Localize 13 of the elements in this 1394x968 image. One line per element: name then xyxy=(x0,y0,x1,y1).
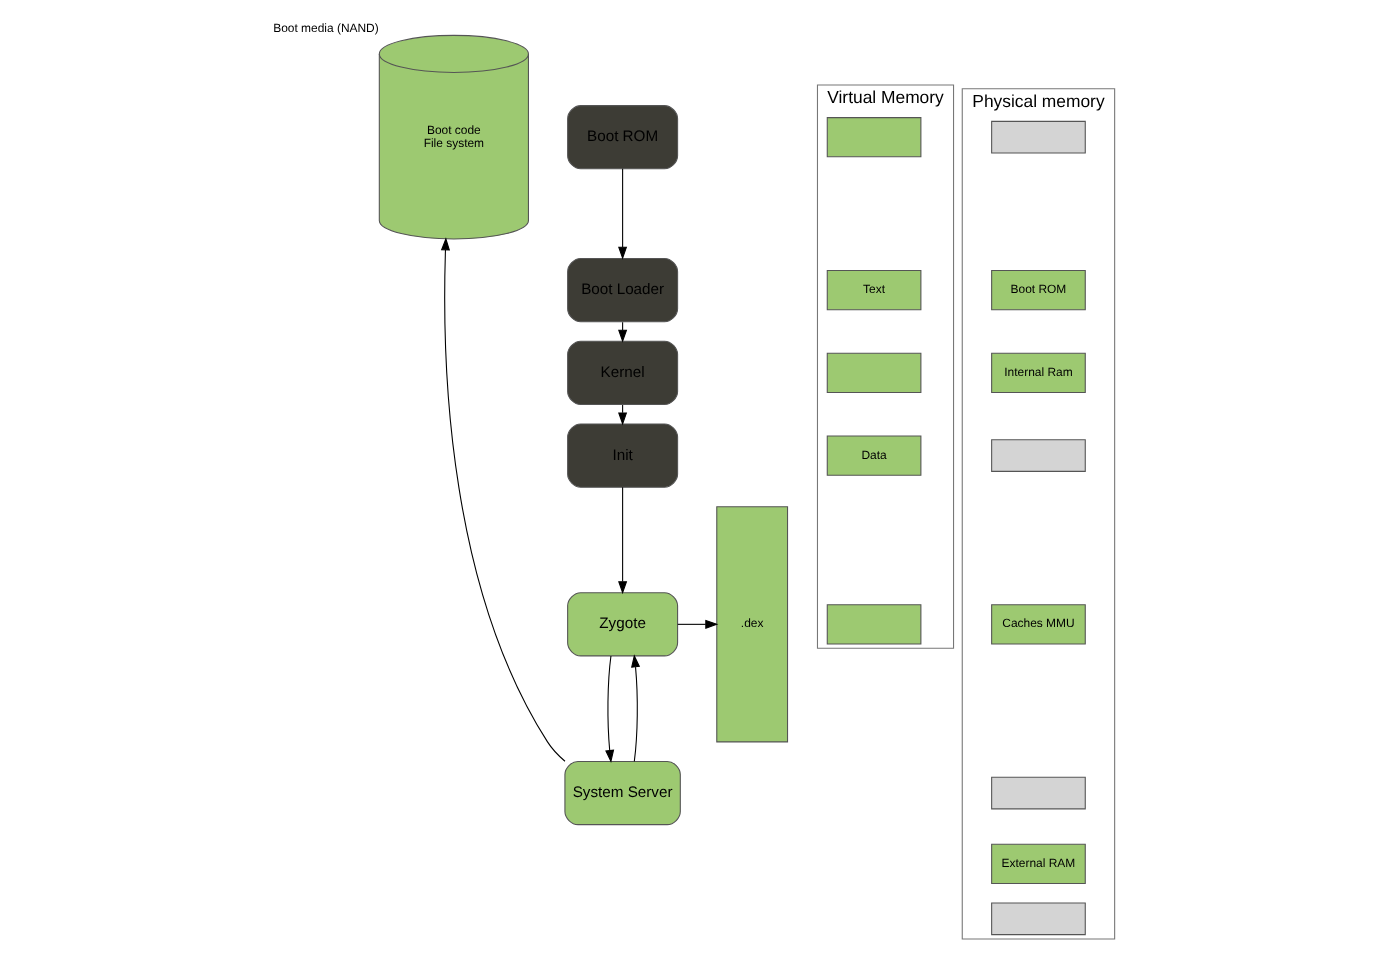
node-box xyxy=(825,116,921,157)
arrow xyxy=(439,236,565,761)
arrow xyxy=(617,167,627,259)
arrow xyxy=(604,654,614,762)
arrow xyxy=(630,653,640,761)
node-box xyxy=(825,603,921,644)
node-box xyxy=(990,775,1085,809)
arrow xyxy=(617,485,627,594)
node-box xyxy=(825,351,921,392)
node-box xyxy=(990,438,1085,471)
node-box xyxy=(990,901,1085,935)
node-box xyxy=(990,119,1085,153)
arrow xyxy=(676,618,718,628)
